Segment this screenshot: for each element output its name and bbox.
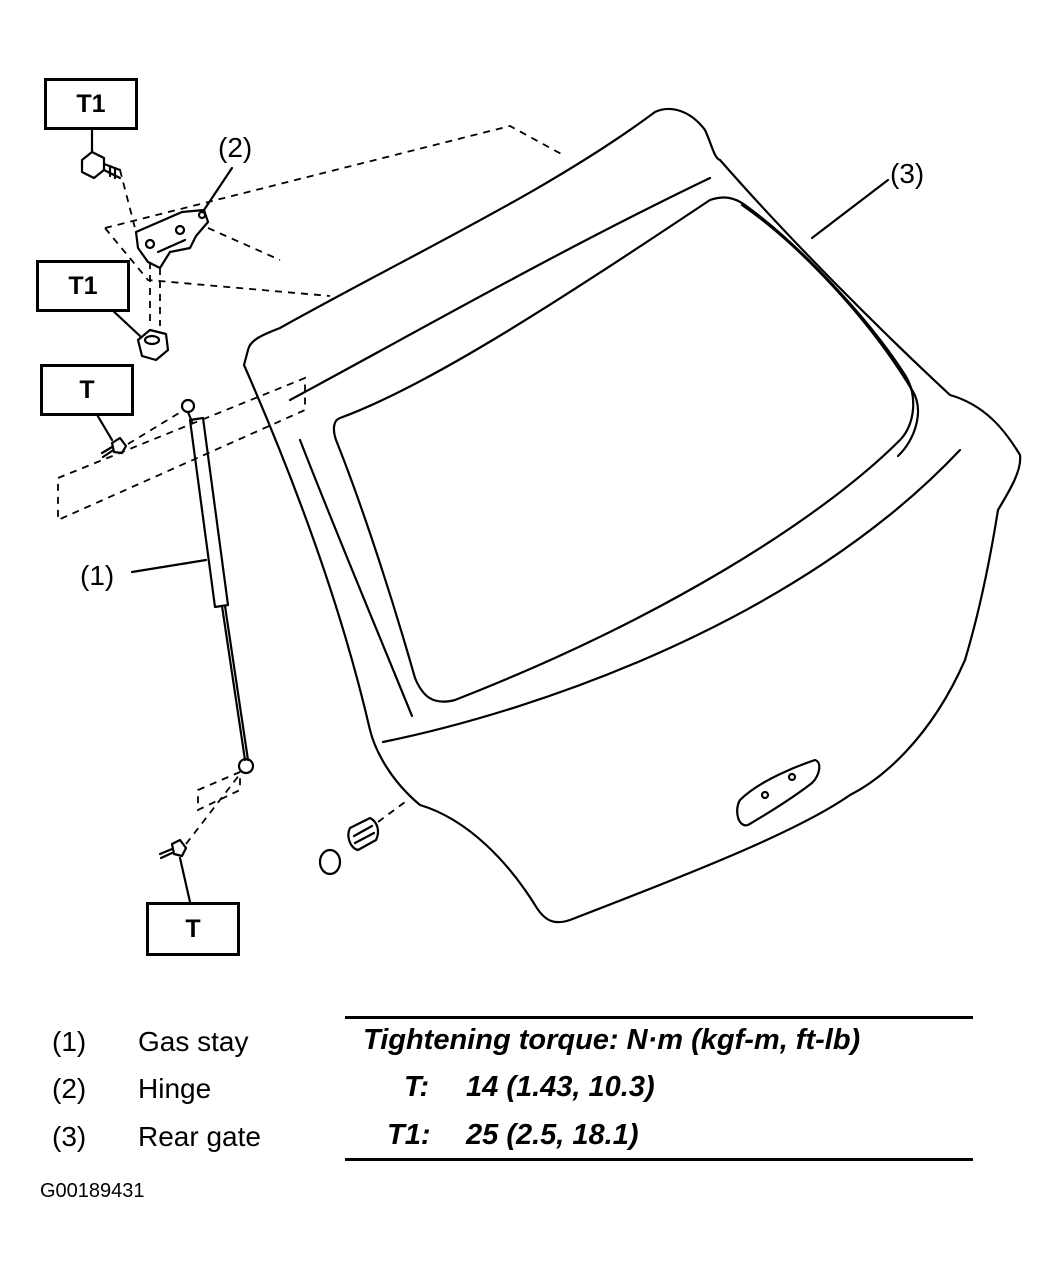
torque-box-hinge-nut: T1	[36, 260, 130, 312]
left-trim-line	[298, 438, 414, 718]
spec-value: 14 (1.43, 10.3)	[466, 1071, 655, 1103]
spec-top-rule	[345, 1016, 973, 1019]
leader-line-rear-gate	[810, 178, 890, 240]
hinge-nut	[136, 328, 170, 362]
stay-lower-bolt	[158, 838, 188, 860]
rear-glass-inner-line	[740, 203, 920, 458]
leader-line-hinge	[202, 166, 234, 212]
leader-line-stay-upper-torque	[94, 411, 114, 442]
hinge	[134, 208, 210, 270]
upper-trim-line	[288, 176, 712, 402]
rear-glass-outer	[332, 196, 915, 703]
legend-part-name: Gas stay	[138, 1026, 249, 1057]
legend-part-name: Hinge	[138, 1073, 212, 1104]
callout-hinge: (2)	[218, 132, 253, 163]
torque-box-hinge-bolt: T1	[44, 78, 138, 130]
legend-number: (2)	[52, 1073, 87, 1104]
spec-bottom-rule	[345, 1158, 973, 1161]
leader-line-gas-stay	[130, 558, 208, 574]
spec-title: Tightening torque: N·m (kgf-m, ft-lb)	[363, 1024, 861, 1056]
spec-key: T1:	[387, 1119, 431, 1151]
leader-line-stay-lower-torque	[178, 856, 192, 904]
stay-lower-dashed-outline	[197, 770, 241, 812]
leader-line-hinge-nut-torque	[108, 306, 142, 338]
legend-number: (1)	[52, 1026, 87, 1057]
figure-id: G00189431	[40, 1180, 145, 1202]
spec-value: 25 (2.5, 18.1)	[466, 1119, 639, 1151]
callout-rear-gate: (3)	[890, 158, 925, 189]
bumper-stopper	[318, 816, 380, 876]
rear-gate-exploded-diagram	[57, 107, 1022, 924]
torque-box-stay-lower: T	[146, 902, 240, 956]
lower-belt-line	[381, 448, 962, 744]
license-lamp	[736, 758, 821, 827]
stay-upper-bolt	[100, 436, 128, 459]
spec-key: T:	[404, 1071, 430, 1103]
hinge-bolt	[80, 150, 122, 180]
gas-stay	[180, 398, 255, 775]
callout-gas-stay: (1)	[80, 560, 115, 591]
torque-box-stay-upper: T	[40, 364, 134, 416]
rear-gate-outline	[242, 107, 1022, 924]
legend-number: (3)	[52, 1121, 87, 1152]
legend-part-name: Rear gate	[138, 1121, 261, 1152]
hinge-mount-dashed-outline	[104, 125, 566, 297]
